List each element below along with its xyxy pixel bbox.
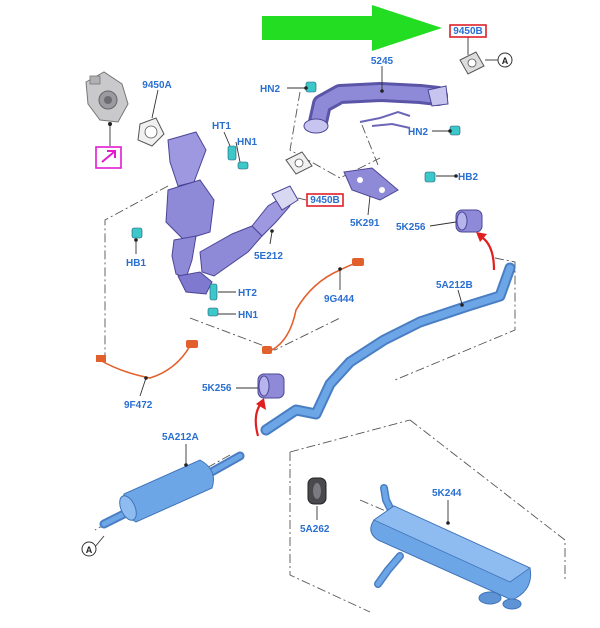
part-5k256-left-label: 5K256 (202, 383, 232, 394)
part-5a262-label: 5A262 (300, 524, 330, 535)
part-5a212b-label: 5A212B (436, 280, 473, 291)
part-hb1-label: HB1 (126, 258, 146, 269)
part-hb2-label: HB2 (458, 172, 478, 183)
connector-a-top: A (485, 52, 513, 68)
assembly-outlines (94, 91, 566, 613)
part-9f472-label: 9F472 (124, 400, 153, 411)
part-9g444-label: 9G444 (324, 294, 354, 305)
turbo-housing (85, 71, 129, 123)
hanger-5k256-left (257, 373, 285, 399)
part-5k291-label: 5K291 (350, 218, 380, 229)
hanger-5k256-right (455, 209, 483, 233)
green-arrow-icon (262, 5, 442, 51)
part-hn1-bottom-label: HN1 (238, 310, 258, 321)
part-9450b-top-box (449, 24, 487, 38)
part-ht1-label: HT1 (212, 121, 231, 132)
part-hn1-top-label: HN1 (237, 137, 257, 148)
catalytic-converter (165, 131, 299, 295)
gasket-9450b-mid (285, 151, 313, 175)
part-5k244-label: 5K244 (432, 488, 462, 499)
muffler-5a212a (99, 444, 245, 529)
part-9450b-top-label: 9450B (453, 26, 482, 37)
muffler-5k244 (370, 484, 532, 610)
hanger-5a262 (307, 477, 327, 520)
part-9450a-label: 9450A (142, 80, 171, 91)
bracket-5k291 (343, 167, 399, 216)
part-9450b-mid-box (306, 193, 344, 207)
intermediate-pipe-5a212b (260, 262, 516, 436)
part-hn2-right-label: HN2 (408, 127, 428, 138)
connector-a-bottom: A (81, 535, 105, 557)
gasket-9450b-top (459, 37, 485, 75)
sensor-9g444 (262, 258, 364, 354)
gasket-9450a (137, 89, 165, 147)
leader-lines (135, 66, 463, 389)
part-hn2-left-label: HN2 (260, 84, 280, 95)
leader-dots (134, 86, 464, 525)
red-install-arrows (254, 232, 496, 437)
connector-a-top-label: A (502, 56, 509, 66)
part-9450b-mid-label: 9450B (310, 195, 339, 206)
part-5e212-label: 5E212 (254, 251, 283, 262)
part-5245-label: 5245 (371, 56, 394, 67)
view-arrow-icon (95, 122, 122, 169)
part-5a212a-label: 5A212A (162, 432, 199, 443)
sensor-9f472 (96, 340, 198, 397)
connector-a-bottom-label: A (86, 545, 93, 555)
part-5k256-right-label: 5K256 (396, 222, 426, 233)
part-ht2-label: HT2 (238, 288, 257, 299)
front-pipe-5245 (303, 82, 449, 134)
fasteners (131, 81, 461, 317)
